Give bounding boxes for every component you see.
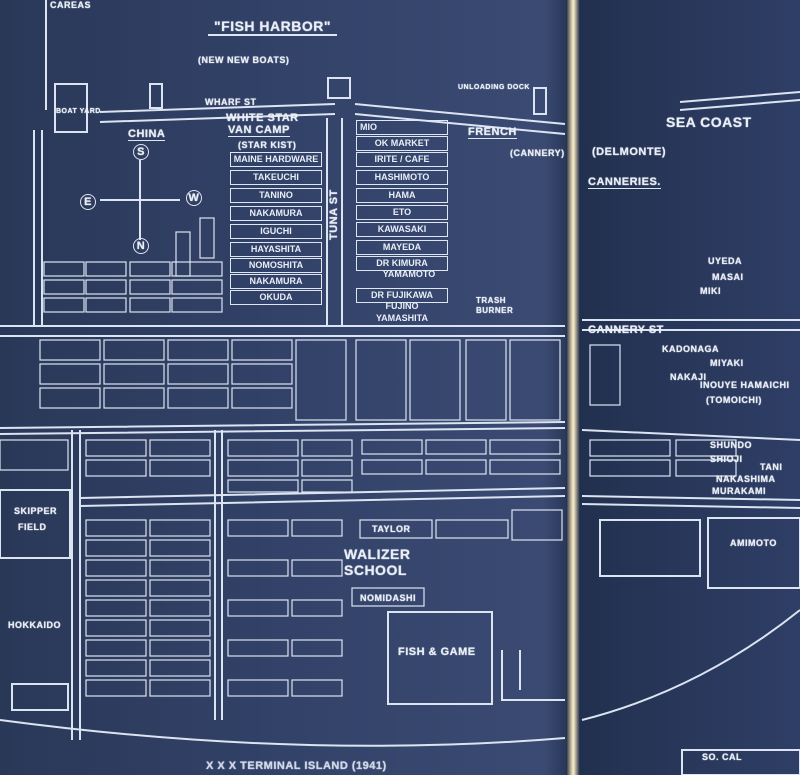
trash-burner-label: TRASH BURNER xyxy=(476,296,514,315)
right-box: HASHIMOTO xyxy=(356,170,448,185)
white-star-label: WHITE STAR xyxy=(226,112,299,124)
walizer-label: WALIZER xyxy=(344,546,411,562)
left-box: NAKAMURA xyxy=(230,206,322,221)
right-box: IRITE / CAFE xyxy=(356,152,448,167)
van-camp-label: VAN CAMP xyxy=(228,124,290,137)
boat-yard-label: BOAT YARD xyxy=(56,108,101,115)
compass-north: N xyxy=(133,238,149,254)
right-name: KADONAGA xyxy=(662,344,719,354)
compass-west: W xyxy=(186,190,202,206)
french-label: FRENCH xyxy=(468,126,517,139)
china-label: CHINA xyxy=(128,128,166,141)
bottom-caption: X X X TERMINAL ISLAND (1941) xyxy=(206,760,387,772)
right-name: NAKASHIMA xyxy=(716,474,776,484)
right-name: SHUNDO xyxy=(710,440,753,450)
left-box: NOMOSHITA xyxy=(230,258,322,273)
compass-east: E xyxy=(80,194,96,210)
right-box: OK MARKET xyxy=(356,136,448,151)
left-box: OKUDA xyxy=(230,290,322,305)
field-label: FIELD xyxy=(18,522,47,532)
left-box: NAKAMURA xyxy=(230,274,322,289)
taylor-label: TAYLOR xyxy=(372,524,411,534)
star-kist-label: (STAR KIST) xyxy=(238,140,297,150)
left-box: HAYASHITA xyxy=(230,242,322,257)
book-gutter xyxy=(566,0,580,775)
unload-label: UNLOADING DOCK xyxy=(458,84,530,91)
right-box: DR FUJIKAWA xyxy=(356,288,448,303)
nomidashi-label: NOMIDASHI xyxy=(360,593,416,603)
right-box: KAWASAKI xyxy=(356,222,448,237)
fish-game-label: FISH & GAME xyxy=(398,646,476,658)
top-fragment: CAREAS xyxy=(50,0,92,10)
canneries-label: CANNERIES. xyxy=(588,176,661,189)
right-box: MAYEDA xyxy=(356,240,448,255)
right-box: DR KIMURA xyxy=(356,256,448,271)
tuna-st-label: TUNA ST xyxy=(328,189,340,240)
cannery-label: (CANNERY) xyxy=(510,148,565,158)
right-box: ETO xyxy=(356,205,448,220)
so-cal-label: SO. CAL xyxy=(702,752,743,762)
left-box: IGUCHI xyxy=(230,224,322,239)
right-box: MIO xyxy=(356,120,448,135)
sea-coast-label: SEA COAST xyxy=(666,114,752,130)
left-box: MAINE HARDWARE xyxy=(230,152,322,167)
school-label: SCHOOL xyxy=(344,562,407,578)
right-name: MASAI xyxy=(712,272,744,282)
wharf-st-label: WHARF ST xyxy=(205,97,257,107)
right-name: AMIMOTO xyxy=(730,538,777,548)
right-name: (TOMOICHI) xyxy=(706,395,762,405)
left-box: TAKEUCHI xyxy=(230,170,322,185)
map-subtitle: (NEW NEW BOATS) xyxy=(198,55,290,65)
skipper-label: SKIPPER xyxy=(14,506,58,516)
map-title: "FISH HARBOR" xyxy=(208,18,337,36)
right-box: YAMASHITA xyxy=(375,313,428,323)
right-name: UYEDA xyxy=(708,256,743,266)
cannery-st-label: CANNERY ST xyxy=(588,324,664,336)
right-name: MIYAKI xyxy=(710,358,744,368)
right-name: SHIOJI xyxy=(710,454,743,464)
right-name: MURAKAMI xyxy=(712,486,766,496)
right-name: MIKI xyxy=(700,286,721,296)
left-box: TANINO xyxy=(230,188,322,203)
right-box: YAMAMOTO xyxy=(382,269,436,279)
right-name: INOUYE HAMAICHI xyxy=(700,380,790,390)
compass-south: S xyxy=(133,144,149,160)
right-name: NAKAJI xyxy=(670,372,707,382)
right-box: FUJINO xyxy=(385,301,419,311)
right-name: TANI xyxy=(760,462,783,472)
hokkaido-label: HOKKAIDO xyxy=(8,620,61,630)
delmonte-label: (DELMONTE) xyxy=(592,146,667,158)
right-box: HAMA xyxy=(356,188,448,203)
